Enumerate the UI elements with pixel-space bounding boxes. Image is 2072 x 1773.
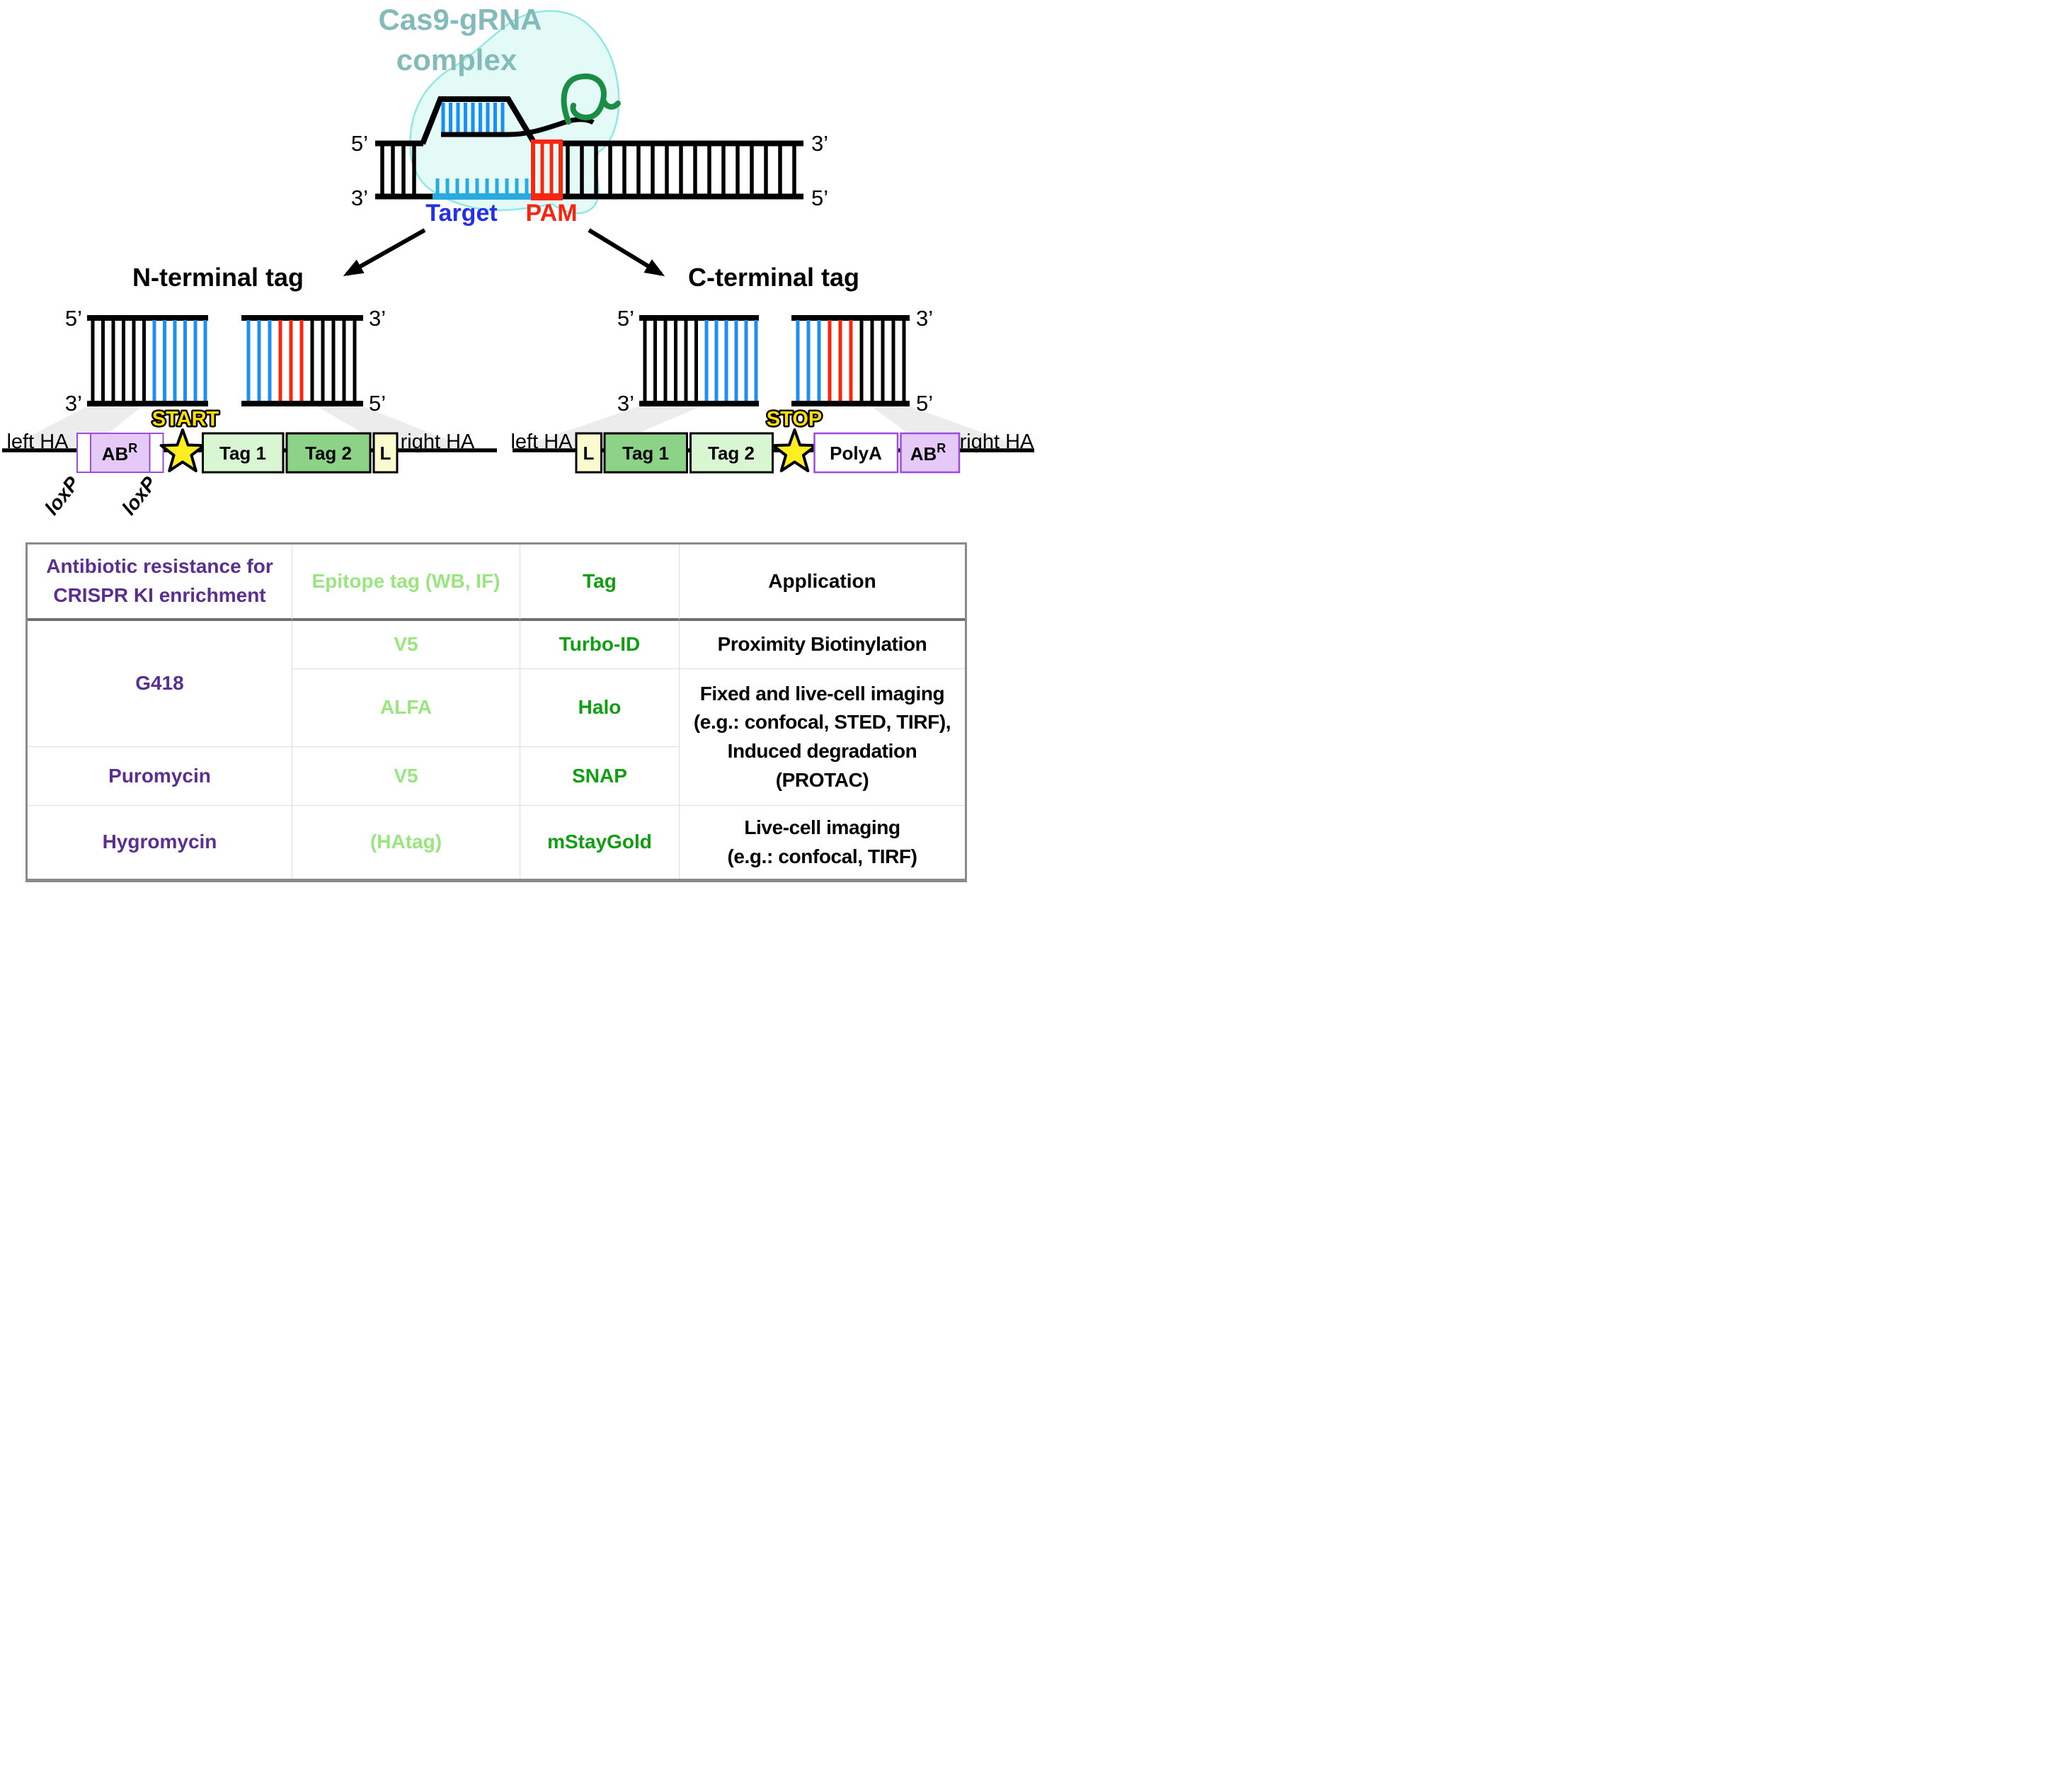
c-linker-label: L (583, 443, 595, 464)
pam-label: PAM (525, 200, 577, 227)
n-branch-arrow (343, 228, 426, 276)
top-left-3prime: 3’ (351, 186, 368, 210)
cell-antibiotic-hygromycin: Hygromycin (28, 806, 292, 879)
n-abr-label: AB (102, 443, 129, 464)
c-tag2-label: Tag 2 (708, 443, 755, 464)
cell-epitope-v5-snap: V5 (292, 747, 520, 806)
header-tag: Tag (520, 545, 680, 621)
figure-title-line2: complex (396, 43, 517, 76)
n-tag1-label: Tag 1 (219, 443, 266, 464)
n-tag2-label: Tag 2 (305, 443, 352, 464)
c-polya-box (813, 432, 899, 474)
c-left-3prime: 3’ (617, 391, 634, 416)
cell-tag-halo: Halo (520, 669, 680, 747)
grna-scaffold-loop-icon (561, 73, 621, 125)
cell-app-imaging-degradation: Fixed and live-cell imaging (e.g.: confo… (680, 669, 965, 806)
target-comb-teeth (435, 178, 529, 194)
n-left-5prime: 5’ (65, 306, 82, 331)
start-codon-star-icon (159, 428, 206, 472)
top-right-3prime: 3’ (811, 131, 828, 156)
n-left-ha-label: left HA (6, 431, 69, 453)
n-loxp-left-label: loxP (40, 472, 84, 519)
cell-tag-mstaygold: mStayGold (520, 806, 680, 879)
n-right-ha-label: right HA (401, 431, 475, 453)
projection-beams (6, 406, 1029, 449)
n-right-5prime: 5’ (369, 391, 386, 416)
svg-text:ABR: ABR (910, 441, 946, 464)
top-left-5prime: 5’ (351, 131, 368, 156)
stop-label: STOP (767, 408, 822, 431)
n-right-3prime: 3’ (369, 306, 386, 331)
n-loxp-right-label: loxP (118, 472, 161, 519)
cell-tag-turboid: Turbo-ID (520, 621, 680, 669)
n-tag2-box (285, 432, 372, 474)
c-abr-label: AB (910, 443, 937, 464)
top-right-5prime: 5’ (811, 186, 828, 210)
pam-box (531, 139, 563, 200)
header-application: Application (680, 545, 965, 621)
figure-page: Cas9-gRNA complex (0, 0, 1036, 886)
c-right-5prime: 5’ (916, 391, 933, 416)
c-tag1-box (603, 432, 688, 474)
c-polya-label: PolyA (830, 443, 882, 464)
cell-tag-snap: SNAP (520, 747, 680, 806)
displaced-strand (420, 96, 536, 145)
c-branch-arrow (588, 228, 665, 277)
c-construct: left HA L Tag 1 Tag 2 STOP PolyA ABR rig… (510, 406, 1034, 474)
cell-epitope-hatag: (HAtag) (292, 806, 520, 879)
cell-antibiotic-puromycin: Puromycin (28, 747, 292, 806)
c-tag2-box (689, 432, 774, 474)
c-right-ha-label: right HA (960, 431, 1034, 453)
svg-text:ABR: ABR (102, 441, 138, 464)
c-terminal-title: C-terminal tag (688, 263, 859, 292)
c-tag1-label: Tag 1 (622, 443, 669, 464)
n-linker-box (372, 432, 399, 474)
grna-target-hybrid-rungs (441, 103, 505, 133)
cell-app-proximity: Proximity Biotinylation (680, 621, 965, 669)
cell-antibiotic-g418: G418 (28, 621, 292, 747)
cell-app-livecell: Live-cell imaging (e.g.: confocal, TIRF) (727, 816, 917, 867)
c-right-3prime: 3’ (916, 306, 933, 331)
n-homology-duplexes (87, 315, 363, 406)
target-pam-duplex (375, 96, 803, 200)
n-terminal-title: N-terminal tag (132, 263, 304, 292)
cell-epitope-v5-turboid: V5 (292, 621, 520, 669)
cell-epitope-alfa: ALFA (292, 669, 520, 747)
n-tag1-box (202, 432, 285, 474)
start-label: START (152, 408, 219, 431)
target-label: Target (425, 200, 497, 227)
c-left-ha-label: left HA (510, 431, 573, 453)
c-left-5prime: 5’ (617, 306, 634, 331)
header-epitope-tag: Epitope tag (WB, IF) (292, 545, 520, 621)
c-linker-box (575, 432, 602, 474)
n-abr-box (90, 433, 151, 473)
stop-codon-star-icon (772, 428, 818, 472)
figure-title-line1: Cas9-gRNA (378, 3, 542, 36)
n-construct: left HA ABR START Tag 1 Tag 2 L right HA… (2, 406, 497, 519)
n-linker-label: L (380, 443, 391, 464)
n-left-3prime: 3’ (65, 391, 82, 416)
c-abr-box (900, 432, 961, 474)
crispr-diagram: Cas9-gRNA complex (2, 3, 1034, 519)
c-homology-duplexes (639, 315, 910, 406)
